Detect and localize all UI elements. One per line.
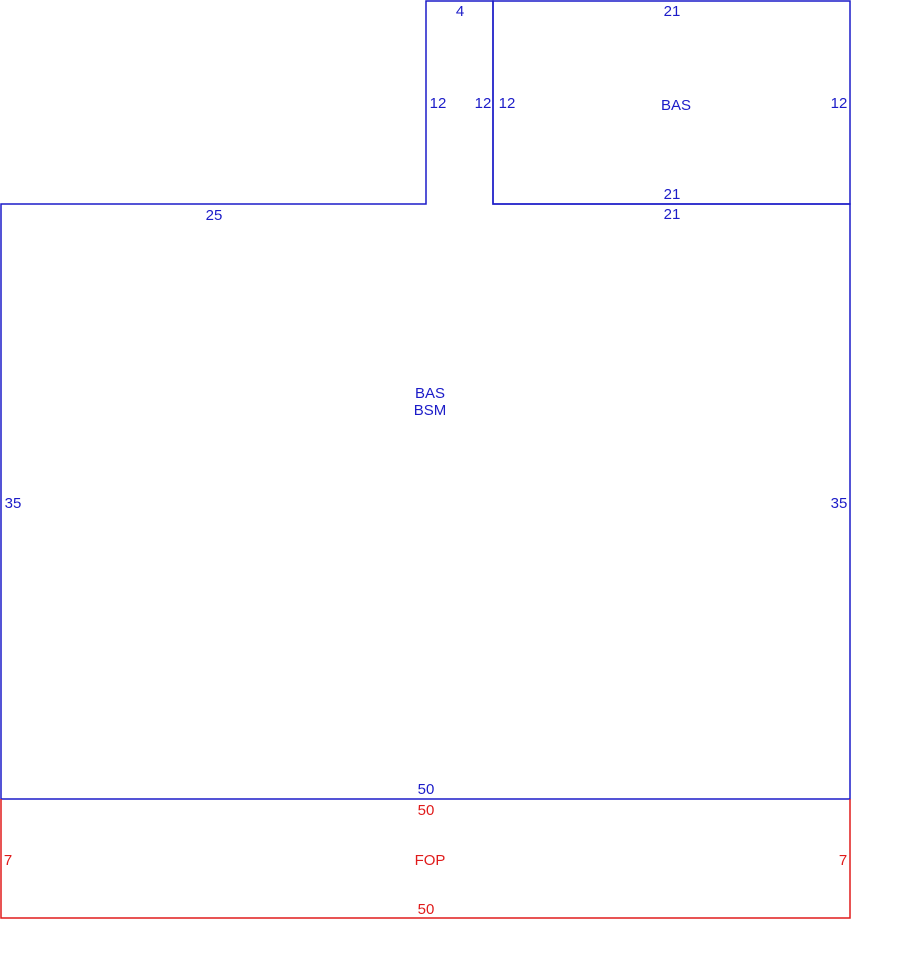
main-top-right-dim: 21 bbox=[664, 206, 681, 223]
gap-left-dim: 12 bbox=[430, 95, 447, 112]
upper-bas-top-dim: 21 bbox=[664, 3, 681, 20]
fop-right-dim: 7 bbox=[839, 852, 847, 869]
main-right-dim: 35 bbox=[831, 495, 848, 512]
main-area-label-bsm: BSM bbox=[414, 402, 447, 419]
upper-bas-left-dim: 12 bbox=[499, 95, 516, 112]
fop-outline bbox=[0, 799, 851, 919]
main-top-left-dim: 25 bbox=[206, 207, 223, 224]
main-area-label-bas: BAS bbox=[415, 385, 445, 402]
upper-bas-outline bbox=[492, 0, 851, 205]
main-left-dim: 35 bbox=[5, 495, 22, 512]
gap-right-dim: 12 bbox=[475, 95, 492, 112]
upper-bas-label: BAS bbox=[661, 97, 691, 114]
upper-bas-bottom-dim: 21 bbox=[664, 186, 681, 203]
fop-label: FOP bbox=[415, 852, 446, 869]
fop-left-dim: 7 bbox=[4, 852, 12, 869]
fop-bottom-dim: 50 bbox=[418, 901, 435, 918]
main-bottom-dim: 50 bbox=[418, 781, 435, 798]
upper-bas-right-dim: 12 bbox=[831, 95, 848, 112]
fop-top-dim: 50 bbox=[418, 802, 435, 819]
gap-top-dim: 4 bbox=[456, 3, 464, 20]
